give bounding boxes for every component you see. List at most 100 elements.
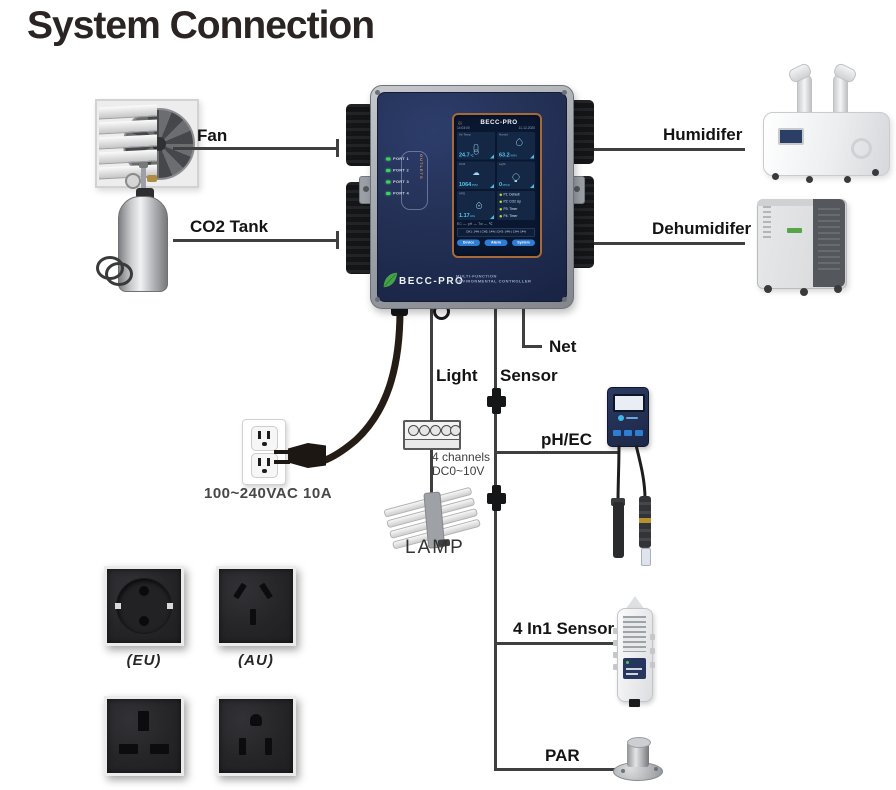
socket-au-image (216, 566, 296, 646)
humidifier-display (778, 128, 804, 145)
fan-line-endcap (336, 139, 339, 157)
channels-label-1: 4 channels (432, 450, 491, 464)
par-line (494, 768, 616, 771)
co2-cap (136, 188, 154, 198)
plug-prong (274, 460, 290, 464)
tile-light[interactable]: Light 0PPFD (497, 161, 535, 189)
screen-time: 14:03:00 (457, 126, 470, 131)
co2-valve (139, 162, 148, 168)
port1-label: PORT 1 (393, 156, 409, 162)
water-drop-icon (514, 138, 524, 148)
tile-vpd[interactable]: VPD 1.17kPa (457, 191, 495, 220)
port-status-tile[interactable]: P1: Default P2: CO2 Up P3: Timer P4: Tim… (497, 191, 535, 220)
port-row: PORT 2 (386, 165, 431, 177)
four-in-one-line (496, 642, 622, 645)
tile-humid[interactable]: Humid 63.2%RH (497, 132, 535, 160)
channel-terminal-block (403, 420, 461, 450)
lamp-label: LAMP (405, 537, 465, 558)
leaf-logo-icon (383, 272, 398, 288)
ec-ph-tw-row: EC — pH — Tw — ℃ (457, 222, 493, 227)
fan-image (95, 99, 199, 188)
par-label: PAR (545, 746, 580, 765)
status-dot (499, 214, 502, 218)
four-in-one-label: 4 In1 Sensor (513, 619, 615, 638)
screen-date: 11-12-2020 (518, 126, 535, 131)
port-bracket (401, 151, 428, 210)
tile-co2[interactable]: CO2 ☁ 1064PPM (457, 161, 495, 189)
plug-prong (274, 450, 290, 454)
sensor-label: Sensor (500, 366, 558, 385)
system-button[interactable]: System (512, 239, 535, 246)
humidifier-vent (851, 138, 872, 159)
lamp-icon (512, 173, 520, 182)
alarm-button[interactable]: Alarm (484, 239, 508, 246)
status-dot (499, 193, 502, 196)
status-dot (499, 207, 502, 211)
vpd-icon (474, 201, 484, 211)
corner-triangle-icon (490, 215, 494, 219)
port3-led (386, 180, 391, 184)
port2-led (386, 168, 391, 172)
fan-label: Fan (197, 126, 228, 145)
ph-ec-line (496, 451, 618, 454)
port-side-text: OUTLETS (419, 154, 424, 180)
page-title: System Connection (27, 4, 375, 47)
port1-led (386, 157, 391, 161)
port4-label: PORT 4 (393, 191, 409, 196)
co2-pipe (141, 168, 146, 190)
ph-ec-display (613, 394, 645, 412)
power-cable (319, 306, 404, 465)
screen-buttons: Device Alarm System (457, 239, 535, 246)
controller-brand: BECC-PRO (399, 276, 465, 287)
co2-regulator (147, 175, 157, 182)
co2-gauge (125, 173, 141, 189)
socket-us-image (216, 696, 296, 776)
power-plug-image (288, 443, 326, 468)
fan-shutters (99, 104, 157, 180)
port2-label: PORT 2 (393, 168, 409, 173)
sun-icon: ☼ (457, 118, 463, 126)
ec-probe-image (613, 502, 624, 558)
screen-header: ☼ BECC-PRO (457, 118, 535, 127)
co2-hose-coil (105, 262, 133, 286)
sensor-line (494, 307, 497, 770)
fan-connection-line (173, 147, 336, 150)
device-button[interactable]: Device (457, 239, 480, 246)
net-line (522, 306, 525, 347)
corner-triangle-icon (490, 154, 494, 159)
port-row: PORT 3 (386, 176, 431, 188)
controller-tagline-2: ENVIRONMENTAL CONTROLLER (456, 279, 532, 284)
channel-row: CH1: 14% | CH2: 14% | CH3: 14% | CH4: 14… (457, 228, 535, 237)
light-label: Light (436, 366, 478, 385)
cloud-icon: ☁ (472, 168, 480, 177)
controller-left-port-cover (346, 104, 374, 166)
socket-au-label: (AU) (238, 652, 274, 669)
light-line (430, 307, 433, 421)
port-row: PORT 4 (386, 188, 431, 200)
net-line-h (522, 345, 542, 348)
screen-title: BECC-PRO (480, 118, 518, 126)
ph-ec-label: pH/EC (541, 430, 592, 449)
dehumidifier-logo (787, 228, 802, 233)
port4-led (386, 191, 391, 195)
socket-eu-image (104, 566, 184, 646)
screen-datetime: 14:03:00 11-12-2020 (457, 127, 535, 132)
controller-screen[interactable]: ☼ BECC-PRO 14:03:00 11-12-2020 Air Temp … (452, 113, 542, 258)
port-panel: PORT 1 PORT 2 PORT 3 PORT 4 (386, 153, 431, 199)
corner-triangle-icon (530, 184, 534, 188)
light-line-lower (430, 450, 433, 503)
tile-air-temp[interactable]: Air Temp 24.7℃ (457, 132, 495, 160)
dehumidifier-connection-line (588, 242, 745, 245)
power-rating-label: 100~240VAC 10A (204, 485, 333, 502)
humidifier-label: Humidifer (663, 125, 743, 144)
channels-label-2: DC0~10V (432, 464, 485, 478)
port3-label: PORT 3 (393, 179, 409, 185)
corner-triangle-icon (530, 154, 534, 159)
socket-eu-label: (EU) (126, 652, 162, 669)
socket-uk-image (104, 696, 184, 776)
co2-connection-line (173, 239, 336, 242)
port-row: PORT 1 (386, 153, 431, 165)
controller-tagline-1: MULTI-FUNCTION (456, 274, 497, 279)
corner-triangle-icon (490, 184, 494, 188)
